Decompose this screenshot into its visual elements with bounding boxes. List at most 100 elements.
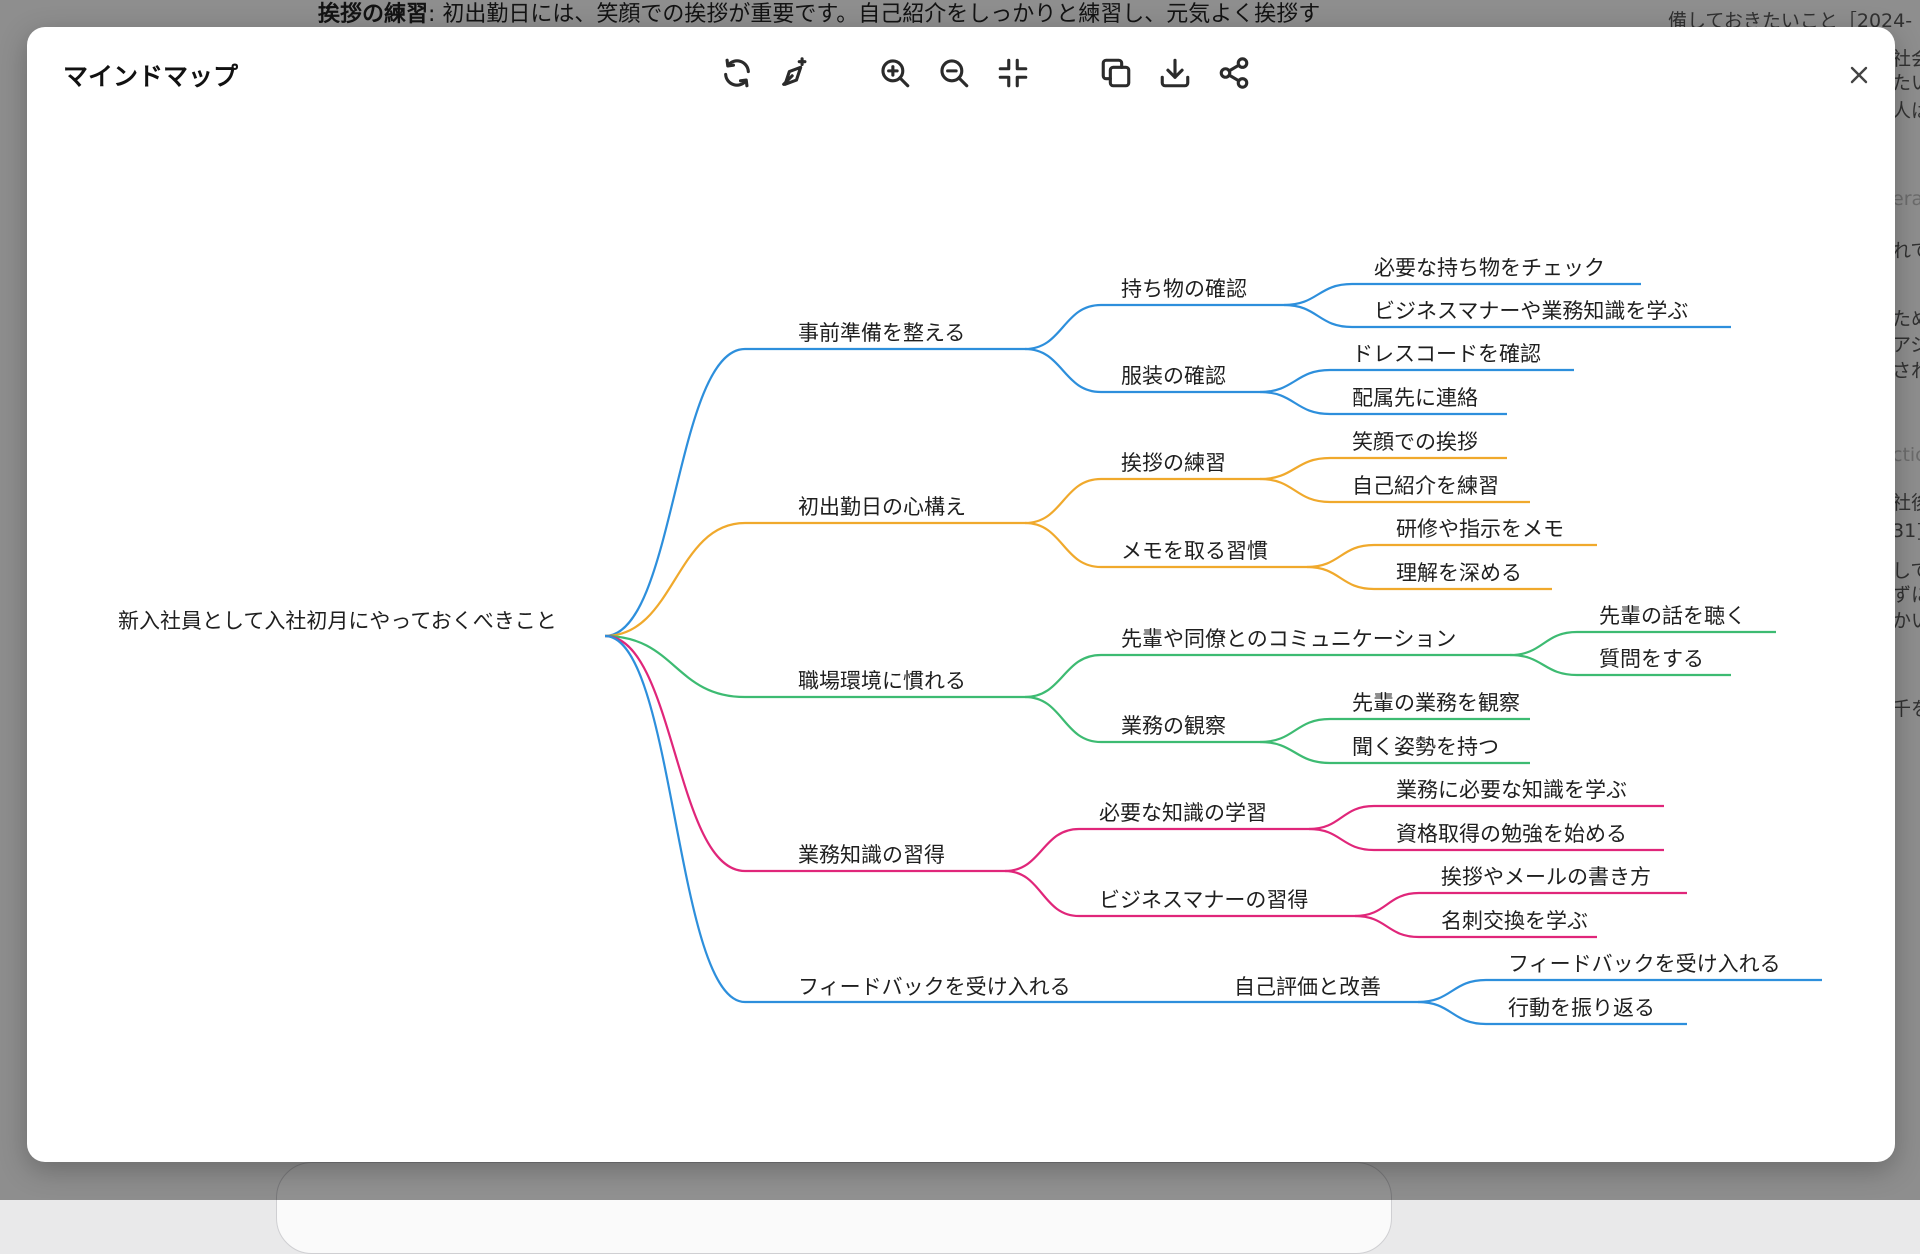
- background-sidebar-fragment: され: [1892, 360, 1920, 382]
- mindmap-leaf-node[interactable]: 研修や指示をメモ: [1396, 517, 1564, 541]
- mindmap-leaf-connector: [1259, 368, 1331, 394]
- mindmap-leaf-node[interactable]: 笑顔での挨拶: [1352, 430, 1478, 454]
- background-sidebar-fragment: 社会: [1892, 48, 1920, 70]
- background-sidebar-fragment: 人は: [1892, 100, 1920, 122]
- close-icon: [1850, 66, 1868, 84]
- background-sidebar-fragment: 千を: [1892, 698, 1920, 720]
- mindmap-leaf-connector: [1259, 390, 1331, 416]
- mindmap-leaf-node[interactable]: 先輩の話を聴く: [1599, 604, 1746, 628]
- close-button[interactable]: [1839, 55, 1879, 95]
- mindmap-subtopic-node[interactable]: メモを取る習慣: [1121, 539, 1268, 563]
- mindmap-leaf-node[interactable]: 行動を振り返る: [1508, 996, 1655, 1020]
- mindmap-subtopic-connector: [1004, 869, 1080, 918]
- copy-button[interactable]: [1094, 51, 1138, 95]
- mindmap-subtopic-node[interactable]: 持ち物の確認: [1121, 277, 1247, 301]
- mindmap-leaf-node[interactable]: ビジネスマナーや業務知識を学ぶ: [1374, 299, 1688, 323]
- background-sidebar-fragment: 社後: [1892, 492, 1920, 514]
- mindmap-branch-node[interactable]: フィードバックを受け入れる: [798, 975, 1071, 999]
- mindmap-leaf-node[interactable]: 配属先に連絡: [1352, 386, 1478, 410]
- edit-button[interactable]: [773, 51, 817, 95]
- mindmap-branch-node[interactable]: 事前準備を整える: [798, 321, 965, 345]
- background-sidebar-fragment: して: [1892, 560, 1920, 582]
- mindmap-subtopic-connector: [1004, 827, 1080, 873]
- mindmap-leaf-node[interactable]: 自己紹介を練習: [1352, 474, 1499, 498]
- mindmap-leaf-connector: [1354, 914, 1420, 939]
- share-icon: [1219, 57, 1249, 89]
- mindmap-root-node[interactable]: 新入社員として入社初月にやっておくべきこと: [118, 609, 557, 633]
- mindmap-leaf-node[interactable]: 名刺交換を学ぶ: [1441, 909, 1588, 933]
- mindmap-subtopic-connector: [1024, 477, 1102, 525]
- mindmap-leaf-connector: [1509, 630, 1578, 657]
- mindmap-leaf-connector: [1259, 717, 1331, 744]
- mindmap-leaf-connector: [1354, 891, 1420, 918]
- mindmap-leaf-node[interactable]: 理解を深める: [1396, 561, 1522, 585]
- mindmap-branch-connector: [604, 634, 746, 1004]
- mindmap-modal: マインドマップ: [27, 27, 1895, 1162]
- mindmap-leaf-node[interactable]: 先輩の業務を観察: [1352, 691, 1520, 715]
- mindmap-subtopic-connector: [1024, 303, 1102, 351]
- mindmap-branch-connector: [604, 634, 746, 873]
- mindmap-leaf-connector: [1283, 282, 1353, 307]
- zoom-in-button[interactable]: [873, 51, 917, 95]
- mindmap-leaf-node[interactable]: 聞く姿勢を持つ: [1352, 735, 1499, 759]
- mindmap-subtopic-node[interactable]: 挨拶の練習: [1121, 451, 1226, 475]
- mindmap-subtopic-node[interactable]: 業務の観察: [1121, 714, 1226, 738]
- mindmap-branch-connector: [604, 521, 746, 638]
- mindmap-leaf-node[interactable]: フィードバックを受け入れる: [1508, 952, 1781, 976]
- mindmap-branch-node[interactable]: 職場環境に慣れる: [798, 669, 966, 693]
- mindmap-leaf-connector: [1259, 477, 1331, 504]
- refresh-icon: [724, 58, 750, 88]
- mindmap-branch-node[interactable]: 初出勤日の心構え: [798, 495, 966, 519]
- mindmap-subtopic-connector: [1024, 653, 1102, 699]
- mindmap-subtopic-node[interactable]: 服装の確認: [1121, 364, 1226, 388]
- copy-icon: [1101, 58, 1131, 88]
- background-bullet: 挨拶の練習: 初出勤日には、笑顔での挨拶が重要です。自己紹介をしっかりと練習し、…: [318, 2, 1321, 27]
- mindmap-subtopic-connector: [1024, 695, 1102, 744]
- mindmap-leaf-node[interactable]: 資格取得の勉強を始める: [1396, 822, 1627, 846]
- mindmap-branch-connector: [604, 347, 746, 638]
- background-sidebar-fragment: ため: [1892, 308, 1920, 330]
- mindmap-leaf-connector: [1417, 978, 1487, 1004]
- mindmap-leaf-connector: [1509, 653, 1578, 677]
- collapse-icon: [998, 58, 1028, 88]
- mindmap-leaf-connector: [1308, 827, 1375, 852]
- mindmap-leaf-connector: [1417, 1000, 1487, 1026]
- background-sidebar-fragment: かい: [1892, 610, 1920, 632]
- mindmap-leaf-connector: [1259, 456, 1331, 481]
- background-sidebar-fragment: era: [1892, 188, 1920, 210]
- background-sidebar-fragment: アジ: [1892, 334, 1920, 356]
- share-button[interactable]: [1212, 51, 1256, 95]
- download-icon: [1160, 58, 1190, 88]
- magic-pen-icon: [782, 57, 807, 86]
- mindmap-leaf-node[interactable]: 挨拶やメールの書き方: [1441, 865, 1651, 889]
- mindmap-leaf-connector: [1308, 804, 1375, 831]
- background-sidebar-fragment: ctic: [1892, 444, 1920, 466]
- zoom-in-icon: [881, 59, 910, 88]
- mindmap-branch-node[interactable]: 業務知識の習得: [798, 843, 945, 867]
- download-button[interactable]: [1153, 51, 1197, 95]
- mindmap-leaf-connector: [1259, 740, 1331, 765]
- fit-button[interactable]: [991, 51, 1035, 95]
- mindmap-subtopic-connector: [1024, 347, 1102, 394]
- mindmap-subtopic-connector: [1024, 521, 1102, 569]
- mindmap-subtopic-node[interactable]: 先輩や同僚とのコミュニケーション: [1121, 627, 1456, 651]
- mindmap-subtopic-node[interactable]: 自己評価と改善: [1234, 975, 1381, 999]
- mindmap-subtopic-node[interactable]: ビジネスマナーの習得: [1099, 888, 1308, 912]
- mindmap-leaf-connector: [1306, 565, 1375, 591]
- mindmap-leaf-node[interactable]: 必要な持ち物をチェック: [1374, 256, 1605, 280]
- mindmap-leaf-node[interactable]: 業務に必要な知識を学ぶ: [1396, 778, 1627, 802]
- background-sidebar-fragment: たい: [1892, 72, 1920, 94]
- background-sidebar-title: 備しておきたいこと［2024-: [1668, 10, 1913, 32]
- mindmap-branch-connector: [604, 634, 746, 699]
- refresh-button[interactable]: [715, 51, 759, 95]
- mindmap-leaf-node[interactable]: ドレスコードを確認: [1352, 342, 1541, 366]
- mindmap-leaf-node[interactable]: 質問をする: [1599, 647, 1704, 671]
- mindmap-leaf-connector: [1283, 303, 1353, 329]
- background-sidebar-fragment: れて: [1892, 240, 1920, 262]
- zoom-out-button[interactable]: [932, 51, 976, 95]
- modal-title: マインドマップ: [63, 62, 239, 91]
- mindmap-subtopic-node[interactable]: 必要な知識の学習: [1099, 801, 1267, 825]
- zoom-out-icon: [940, 59, 969, 88]
- background-sidebar-fragment: ずに: [1892, 584, 1920, 606]
- mindmap-canvas[interactable]: 新入社員として入社初月にやっておくべきこと 事前準備を整える 持ち物の確認 必要な持ち…: [27, 27, 1895, 1162]
